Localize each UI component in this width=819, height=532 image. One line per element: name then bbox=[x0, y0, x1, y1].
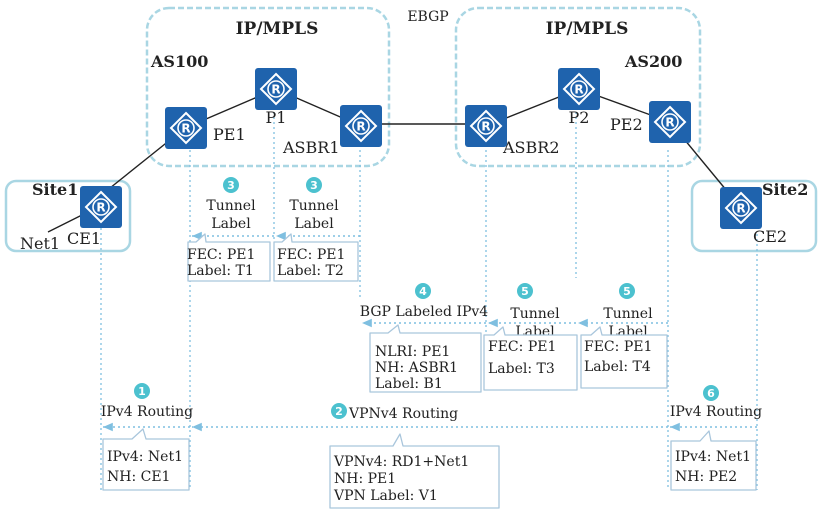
step-number: 5 bbox=[623, 285, 631, 298]
step-number: 6 bbox=[707, 387, 715, 400]
asbr2-router-icon bbox=[464, 104, 508, 148]
step-number: 2 bbox=[335, 405, 343, 418]
pe2-router-icon bbox=[648, 100, 692, 144]
box-line: NH: ASBR1 bbox=[375, 360, 458, 376]
box-fec-t1: FEC: PE1 Label: T1 bbox=[187, 233, 271, 282]
step-6-label: IPv4 Routing bbox=[670, 404, 762, 420]
step-badge bbox=[306, 177, 322, 193]
step-number: 1 bbox=[138, 385, 146, 398]
step-3b-line1: Tunnel bbox=[289, 198, 339, 214]
step-3a-line1: Tunnel bbox=[206, 198, 256, 214]
box-line: IPv4: Net1 bbox=[107, 449, 183, 465]
box-vpnv4: VPNv4: RD1+Net1 NH: PE1 VPN Label: V1 bbox=[329, 433, 500, 509]
box-ipv4-pe2: IPv4: Net1 NH: PE2 bbox=[670, 430, 757, 491]
box-line: FEC: PE1 bbox=[277, 247, 345, 263]
box-line: VPN Label: V1 bbox=[333, 488, 438, 504]
as100-name-label: AS100 bbox=[150, 52, 208, 71]
ce1-label: CE1 bbox=[67, 229, 101, 248]
site1-label: Site1 bbox=[32, 180, 78, 199]
box-line: NLRI: PE1 bbox=[375, 344, 450, 360]
step-number: 3 bbox=[227, 179, 235, 192]
asbr1-router-icon bbox=[339, 104, 383, 148]
p1-label: P1 bbox=[266, 108, 287, 127]
step-4: 4 BGP Labeled IPv4 bbox=[360, 283, 489, 320]
ce1-router-icon bbox=[79, 185, 123, 229]
box-line: NH: PE1 bbox=[334, 471, 396, 487]
pe1-label: PE1 bbox=[213, 125, 246, 144]
site1-region bbox=[4, 179, 132, 253]
step-1-label: IPv4 Routing bbox=[101, 404, 193, 420]
box-nlri: NLRI: PE1 NH: ASBR1 Label: B1 bbox=[369, 324, 482, 393]
step-1: 1 IPv4 Routing bbox=[101, 383, 193, 420]
step-badge bbox=[703, 385, 719, 401]
step-3a-line2: Label bbox=[211, 216, 251, 232]
box-line: FEC: PE1 bbox=[584, 339, 652, 355]
physical-links bbox=[47, 88, 742, 233]
step-badge bbox=[223, 177, 239, 193]
step-5a: 5 Tunnel Label bbox=[510, 283, 560, 340]
step-5b: 5 Tunnel Label bbox=[603, 283, 653, 340]
as100-domain-label: IP/MPLS bbox=[236, 19, 319, 39]
box-line: NH: CE1 bbox=[107, 469, 170, 485]
step-number: 5 bbox=[521, 285, 529, 298]
as200-domain-label: IP/MPLS bbox=[546, 19, 629, 39]
guide-lines bbox=[100, 112, 758, 490]
step-6: 6 IPv4 Routing bbox=[670, 385, 762, 420]
box-line: IPv4: Net1 bbox=[675, 449, 751, 465]
step-badge bbox=[134, 383, 150, 399]
step-2: 2 VPNv4 Routing bbox=[331, 403, 458, 422]
box-line: Label: T2 bbox=[277, 263, 344, 279]
step-badge bbox=[619, 283, 635, 299]
asbr1-label: ASBR1 bbox=[282, 138, 340, 157]
step-3b: 3 Tunnel Label bbox=[289, 177, 339, 232]
step-number: 4 bbox=[419, 285, 427, 298]
step-5a-line1: Tunnel bbox=[510, 306, 560, 322]
box-line: FEC: PE1 bbox=[488, 339, 556, 355]
box-line: FEC: PE1 bbox=[187, 247, 255, 263]
pe1-router-icon bbox=[164, 106, 208, 150]
as100-region bbox=[145, 6, 391, 168]
box-line: VPNv4: RD1+Net1 bbox=[333, 454, 469, 470]
as200-region bbox=[454, 6, 702, 168]
p1-router-icon bbox=[254, 67, 298, 111]
pe2-label: PE2 bbox=[610, 115, 643, 134]
site2-region bbox=[690, 179, 818, 253]
ce2-label: CE2 bbox=[753, 227, 787, 246]
step-badge bbox=[415, 283, 431, 299]
box-line: Label: T4 bbox=[584, 359, 651, 375]
step-3b-line2: Label bbox=[294, 216, 334, 232]
step-4-label: BGP Labeled IPv4 bbox=[360, 304, 489, 320]
p2-router-icon bbox=[557, 67, 601, 111]
step-5b-line1: Tunnel bbox=[603, 306, 653, 322]
site2-label: Site2 bbox=[762, 180, 808, 199]
box-fec-t2: FEC: PE1 Label: T2 bbox=[273, 233, 359, 282]
box-line: Label: B1 bbox=[375, 376, 443, 392]
step-number: 3 bbox=[310, 179, 318, 192]
box-ipv4-ce1: IPv4: Net1 NH: CE1 bbox=[102, 428, 190, 491]
step-2-label: VPNv4 Routing bbox=[348, 406, 458, 422]
box-line: Label: T3 bbox=[488, 361, 555, 377]
net1-label: Net1 bbox=[20, 234, 60, 253]
box-fec-t4: FEC: PE1 Label: T4 bbox=[580, 326, 668, 389]
ce2-router-icon bbox=[719, 186, 763, 230]
as200-name-label: AS200 bbox=[624, 52, 682, 71]
ebgp-label: EBGP bbox=[407, 9, 448, 25]
box-line: Label: T1 bbox=[187, 263, 254, 279]
p2-label: P2 bbox=[569, 108, 590, 127]
box-line: NH: PE2 bbox=[675, 469, 737, 485]
step-badge bbox=[331, 403, 347, 419]
box-fec-t3: FEC: PE1 Label: T3 bbox=[483, 326, 578, 391]
step-3a: 3 Tunnel Label bbox=[206, 177, 256, 232]
asbr2-label: ASBR2 bbox=[502, 138, 560, 157]
step-badge bbox=[517, 283, 533, 299]
